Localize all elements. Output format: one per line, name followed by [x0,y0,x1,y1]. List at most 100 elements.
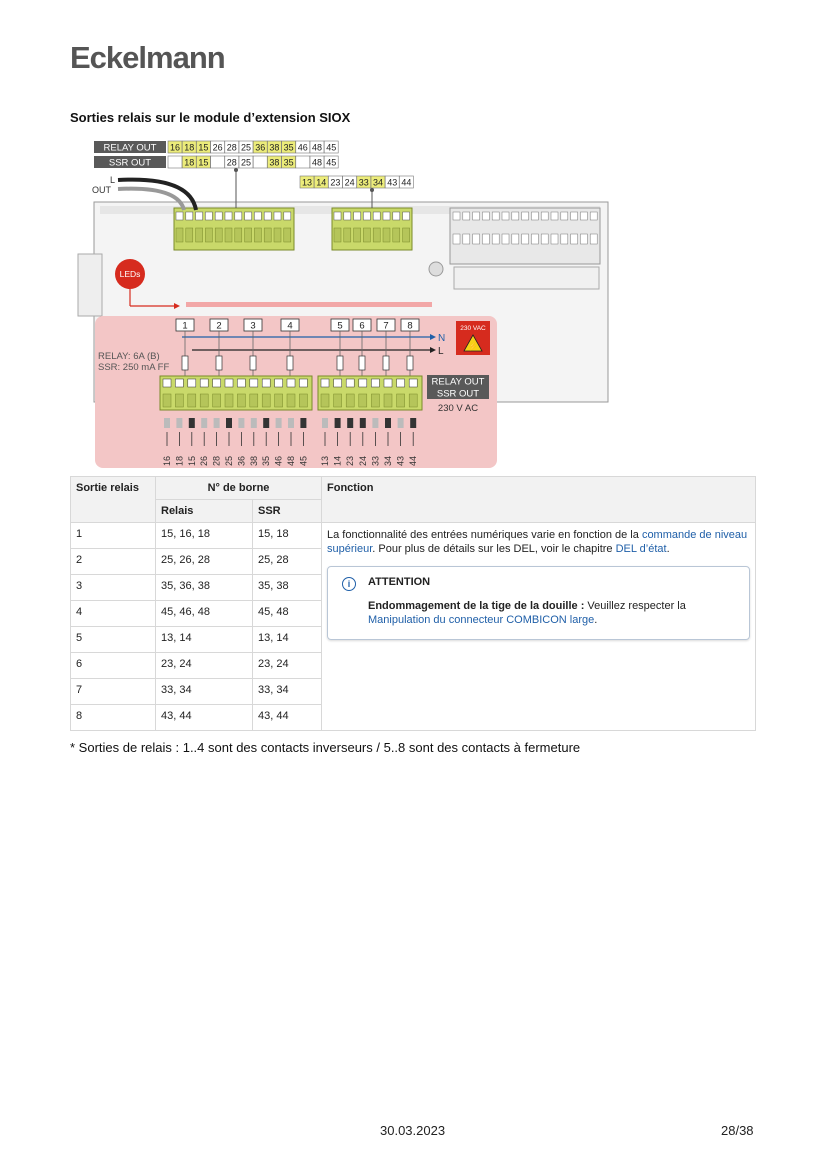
terminal-cell-label: 13 [302,178,312,188]
relay-cell-label: 28 [227,143,237,153]
cell-ssr: 25, 28 [252,548,322,575]
col-ssr: SSR [252,499,322,523]
ssr-cell-label: 25 [241,158,251,168]
col-relais: Relais [155,499,253,523]
ssr-cell-label: 15 [198,158,208,168]
cell-relais: 25, 26, 28 [155,548,253,575]
out-label: OUT [92,185,112,195]
cell-ssr: 23, 24 [252,652,322,679]
terminal-number: 46 [274,456,284,466]
terminal-number: 23 [345,456,355,466]
relay-cell-label: 16 [170,143,180,153]
col-sortie: Sortie relais [70,476,156,523]
attention-title: ATTENTION [368,576,431,588]
cell-ssr: 15, 18 [252,522,322,549]
cell-relais: 45, 46, 48 [155,600,253,627]
terminal-number: 45 [298,456,308,466]
terminal-number: 48 [286,456,296,466]
ssr-out-box: SSR OUT [437,389,479,400]
ssr-out-tag: SSR OUT [109,158,151,169]
terminal-cell-label: 24 [345,178,355,188]
ssr-cell-label: 38 [269,158,279,168]
terminal-number: 33 [370,456,380,466]
cell-ssr: 43, 44 [252,704,322,731]
footnote: * Sorties de relais : 1..4 sont des cont… [70,740,581,755]
cell-sortie: 5 [70,626,156,653]
ssr-cell-label: 18 [184,158,194,168]
channel-number: 8 [407,321,412,332]
cell-relais: 13, 14 [155,626,253,653]
terminal-cell-label: 43 [387,178,397,188]
attention-bold: Endommagement de la tige de la douille : [368,600,585,612]
terminal-cell-label: 34 [373,178,383,188]
svg-text:⚡: ⚡ [468,341,478,351]
relay-cell-label: 45 [326,143,336,153]
terminal-number: 14 [333,456,343,466]
ssr-cell-label: 28 [227,158,237,168]
link-del-etat[interactable]: DEL d’état [615,543,667,555]
ssr-cell [167,155,183,169]
col-fonction: Fonction [321,476,756,523]
relay-output-table: Sortie relais N° de borne Fonction Relai… [70,476,756,731]
terminal-number: 16 [162,456,172,466]
n-label: N [438,333,445,344]
terminal-cell-label: 33 [359,178,369,188]
ssr-cell [323,155,339,169]
channel-number: 3 [250,321,255,332]
relay-cell-label: 18 [184,143,194,153]
terminal-cell-label: 14 [316,178,326,188]
terminal-number: 15 [187,456,197,466]
relay-cell-label: 25 [241,143,251,153]
terminal-cell [399,175,414,189]
relay-cell-label: 38 [269,143,279,153]
channel-number: 1 [182,321,187,332]
warning-label: 230 VAC [460,325,486,332]
terminal-number: 34 [383,456,393,466]
channel-number: 4 [287,321,292,332]
cell-relais: 23, 24 [155,652,253,679]
terminal-number: 35 [261,456,271,466]
channel-number: 7 [383,321,388,332]
relay-cell-label: 26 [213,143,223,153]
attention-callout: i ATTENTION Endommagement de la tige de la… [327,566,750,640]
ssr-cell [252,155,268,169]
cell-relais: 15, 16, 18 [155,522,253,549]
link-combicon[interactable]: Manipulation du connecteur COMBICON larg… [368,614,595,626]
cell-sortie: 4 [70,600,156,627]
info-icon: i [342,577,356,591]
terminal-cell-label: 23 [330,178,340,188]
cell-sortie: 1 [70,522,156,549]
cell-relais: 43, 44 [155,704,253,731]
link-commande-niveau[interactable]: commande de niveau supérieur [327,529,748,555]
relay-cell [323,140,339,154]
ssr-cell-label: 45 [326,158,336,168]
cell-ssr: 35, 38 [252,574,322,601]
relay-cell-label: 15 [198,143,208,153]
cell-relais: 35, 36, 38 [155,574,253,601]
relay-cell-label: 36 [255,143,265,153]
voltage-label: 230 V AC [438,403,478,414]
terminal-number: 25 [224,456,234,466]
channel-number: 5 [337,321,342,332]
rating-relay: RELAY: 6A (B) [98,351,160,362]
eckelmann-logo: Eckelmann [70,40,226,75]
terminal-number: 26 [199,456,209,466]
l-label: L [110,175,115,185]
terminal-number: 38 [249,456,259,466]
ssr-cell-label: 35 [284,158,294,168]
terminal-number: 18 [174,456,184,466]
l2-label: L [438,346,444,357]
relay-cell-label: 48 [312,143,322,153]
cell-sortie: 8 [70,704,156,731]
ssr-cell [210,155,225,169]
terminal-number: 13 [320,456,330,466]
cell-sortie: 6 [70,652,156,679]
footer-date: 30.03.2023 [380,1123,446,1138]
cell-ssr: 33, 34 [252,678,322,705]
